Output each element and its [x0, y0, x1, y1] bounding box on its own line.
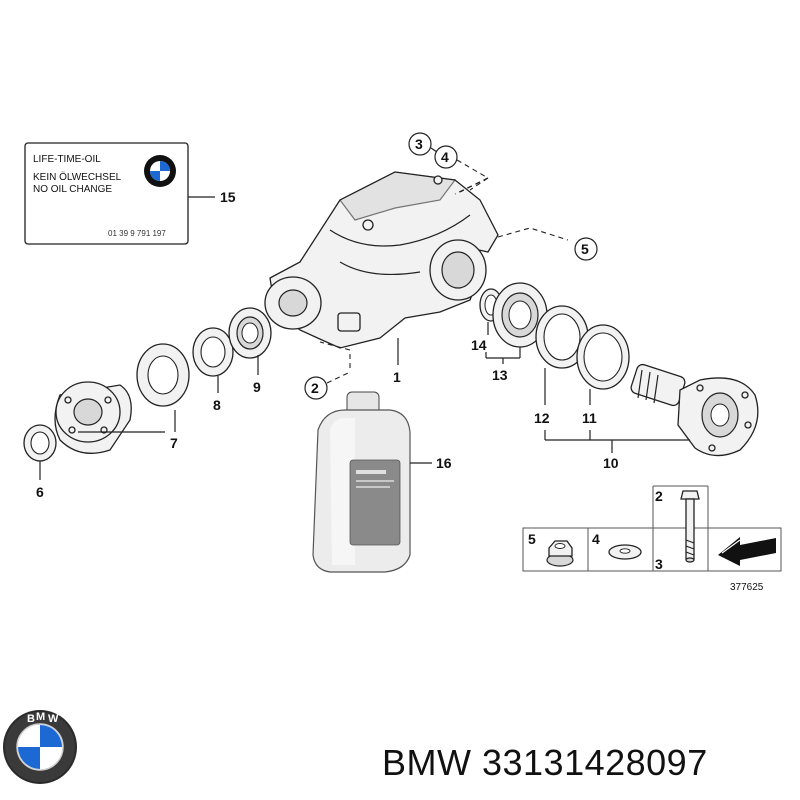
bolt-icon — [680, 490, 700, 563]
callout-circle-4: 4 — [434, 145, 458, 169]
sticker-line1: LIFE-TIME-OIL — [33, 154, 101, 165]
callout-8: 8 — [213, 397, 221, 413]
hardware-label-5: 5 — [528, 531, 536, 547]
hardware-label-2: 2 — [655, 488, 663, 504]
oil-bottle-16: 16 — [312, 391, 452, 573]
nut-icon — [546, 540, 574, 567]
callout-1: 1 — [393, 369, 401, 385]
seal-11: 11 — [576, 324, 630, 426]
callout-13: 13 — [492, 367, 508, 383]
hardware-label-4: 4 — [592, 531, 600, 547]
callout-circle-5: 5 — [574, 237, 598, 261]
shim-ring-7 — [136, 343, 190, 407]
sticker-line2: KEIN ÖLWECHSEL — [33, 171, 122, 183]
diagram-id: 377625 — [730, 582, 764, 593]
seal-6: 6 — [23, 424, 57, 500]
callout-6: 6 — [36, 484, 44, 500]
seal-12: 12 — [534, 305, 589, 426]
callout-9: 9 — [253, 379, 261, 395]
seal-ring-9: 9 — [228, 307, 272, 395]
bmw-logo-small-icon — [144, 155, 176, 187]
svg-text:W: W — [48, 713, 59, 725]
callout-3: 3 — [415, 136, 423, 152]
hardware-box: 5 4 2 3 — [522, 485, 782, 572]
callout-7: 7 — [170, 435, 178, 451]
lifetime-oil-sticker: LIFE-TIME-OIL KEIN ÖLWECHSEL NO OIL CHAN… — [24, 142, 236, 245]
callout-circle-2: 2 — [304, 376, 328, 400]
svg-text:M: M — [36, 711, 45, 723]
callout-4: 4 — [441, 149, 449, 165]
callout-11: 11 — [582, 410, 597, 426]
callout-12: 12 — [534, 410, 550, 426]
callout-2: 2 — [311, 380, 319, 396]
washer-icon — [608, 544, 642, 560]
differential-housing: 1 — [264, 171, 499, 385]
sticker-line3: NO OIL CHANGE — [33, 184, 112, 195]
callout-10: 10 — [603, 455, 619, 471]
sticker-part-number: 01 39 9 791 197 — [108, 229, 166, 238]
hardware-label-3: 3 — [655, 556, 663, 572]
flange-7: 7 — [54, 381, 178, 454]
brand-part-number: BMW 33131428097 — [382, 742, 708, 783]
callout-15: 15 — [220, 189, 236, 205]
callout-circle-3: 3 — [408, 132, 432, 156]
callout-14: 14 — [471, 337, 487, 353]
callout-5: 5 — [581, 241, 589, 257]
arrow-icon — [718, 537, 776, 566]
output-flange-10: 10 — [544, 363, 759, 471]
svg-text:B: B — [27, 713, 35, 725]
callout-16: 16 — [436, 455, 452, 471]
bmw-logo-icon: B M W — [3, 710, 77, 784]
bearing-13: 13 — [485, 282, 548, 383]
seal-ring-8: 8 — [192, 327, 234, 413]
